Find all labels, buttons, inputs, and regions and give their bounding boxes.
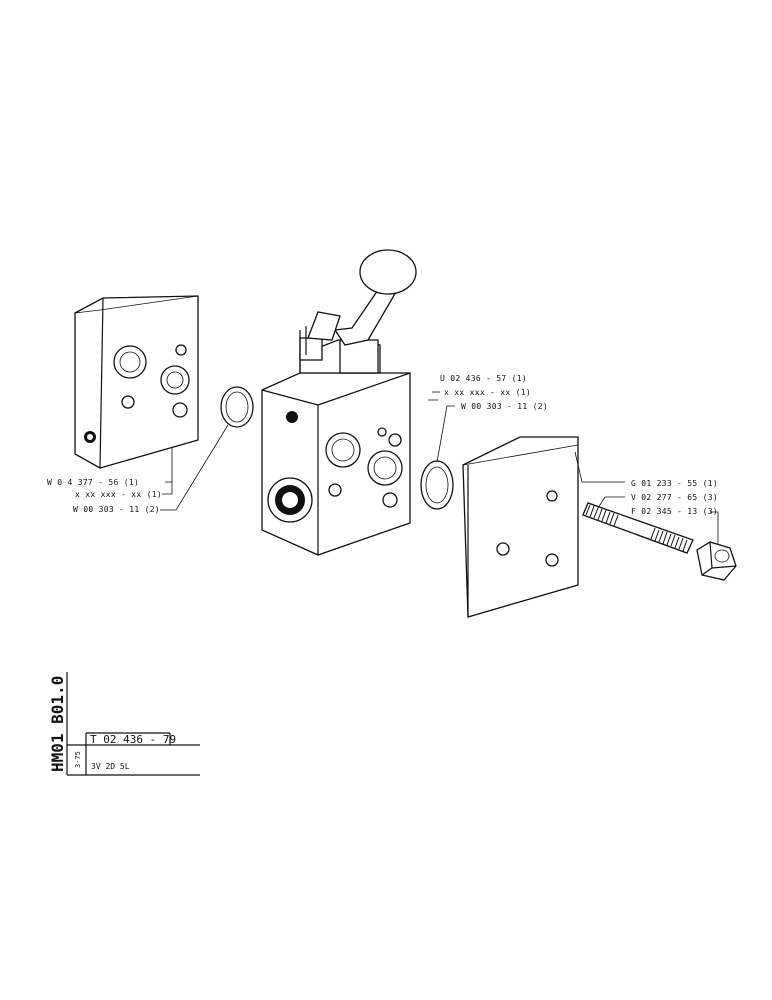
callout-x-left: x xx xxx - xx (1) xyxy=(75,490,162,499)
part-description: 3V 2D 5L xyxy=(91,762,130,771)
callout-f-nut: F 02 345 - 13 (3) xyxy=(631,507,718,516)
callout-v-bolt: V 02 277 - 65 (3) xyxy=(631,493,718,502)
tie-bolt xyxy=(582,502,694,554)
left-end-plate xyxy=(74,295,199,469)
callout-g-plate: G 01 233 - 55 (1) xyxy=(631,479,718,488)
leader-lines xyxy=(160,391,719,545)
drawing-date: 3-75 xyxy=(74,751,82,768)
valve-body xyxy=(261,249,417,556)
callout-w-right: W 00 303 - 11 (2) xyxy=(461,402,548,411)
callout-x-right: x xx xxx - xx (1) xyxy=(444,388,531,397)
title-block: HM01 B01.0 3-75 T 02 436 - 79 3V 2D 5L xyxy=(48,672,200,776)
hex-nut xyxy=(696,541,737,581)
part-number: T 02 436 - 79 xyxy=(90,733,176,746)
callout-w-left-plate: W 0 4 377 - 56 (1) xyxy=(47,478,139,487)
callout-u-assembly: U 02 436 - 57 (1) xyxy=(440,374,527,383)
callout-w-left: W 00 303 - 11 (2) xyxy=(73,505,160,514)
right-end-plate xyxy=(462,436,579,618)
drawing-code: HM01 B01.0 xyxy=(48,676,67,772)
